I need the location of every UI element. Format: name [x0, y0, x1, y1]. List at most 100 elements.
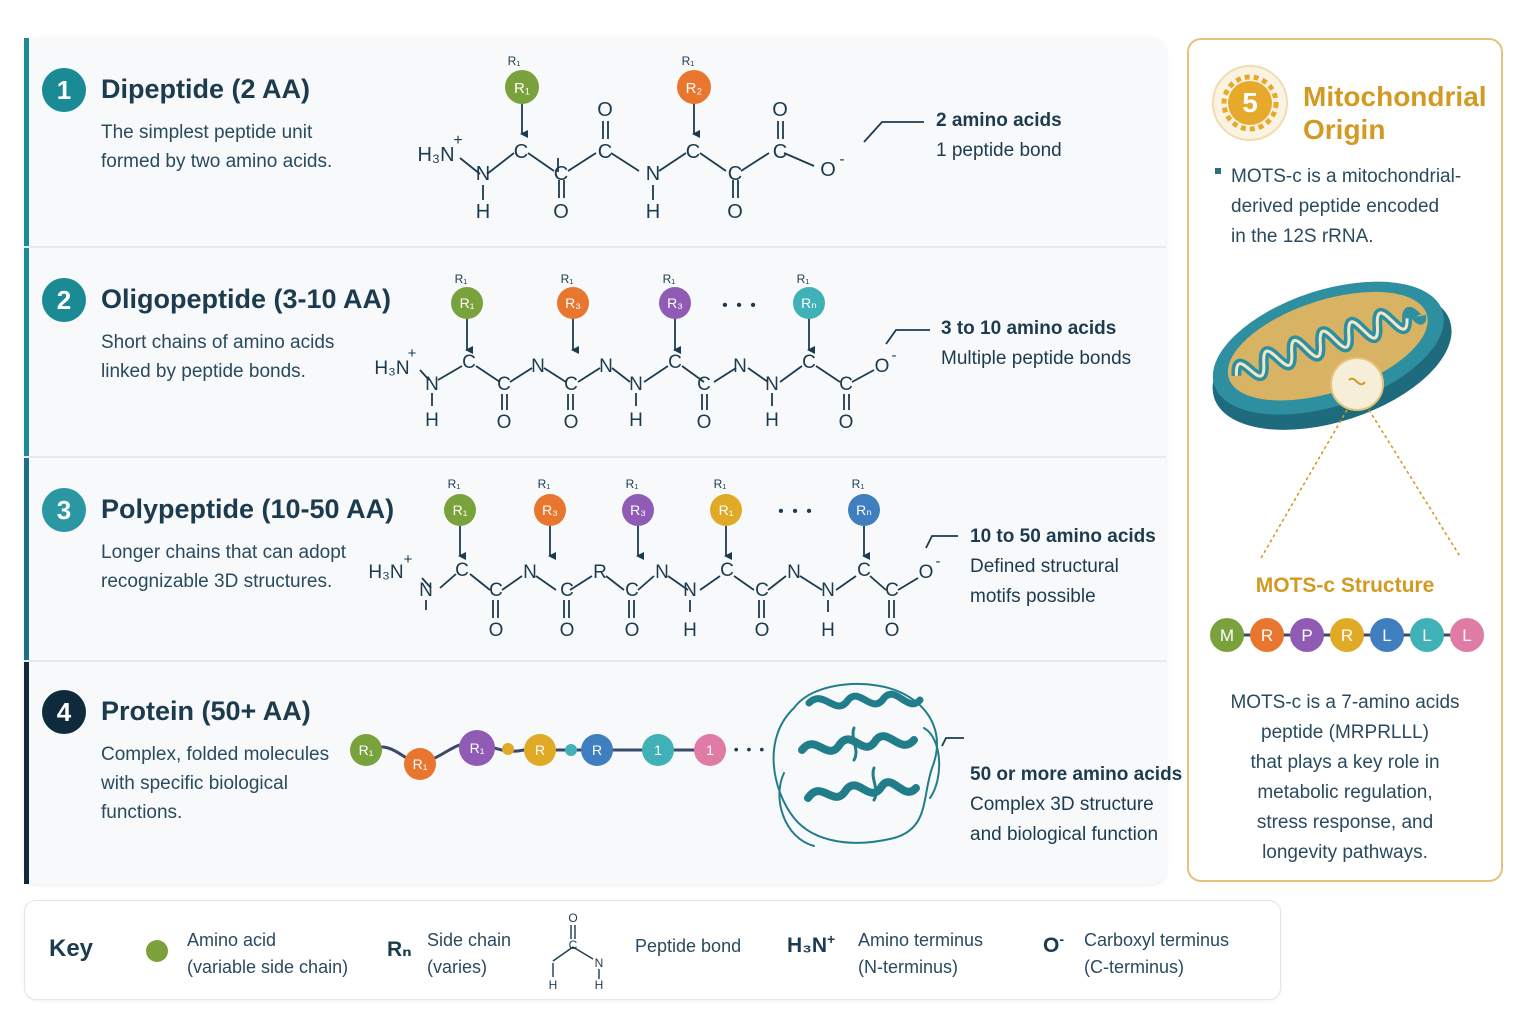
atom-c-alpha: C — [686, 141, 700, 163]
chain-continuation-ellipsis: • • • — [778, 503, 814, 520]
amino-acid-bead — [694, 734, 726, 766]
residue-letter: P — [1301, 626, 1312, 645]
sequence-title: MOTS-c Structure — [1255, 574, 1435, 597]
atom-n: N — [599, 356, 613, 377]
side-chain-label: Rₙ — [856, 502, 872, 518]
side-chain-label: R₁ — [797, 272, 810, 286]
charge-minus: - — [892, 347, 897, 364]
amino-acid-bead — [444, 494, 476, 526]
amino-terminus-label: H₃N — [374, 358, 409, 379]
row-accent-stripe — [24, 662, 29, 884]
atom-c-alpha: C — [857, 560, 871, 581]
sidebar-intro-line: in the 12S rRNA. — [1231, 226, 1374, 247]
sidebar-description-line: longevity pathways. — [1262, 842, 1428, 863]
atom-o: O — [625, 620, 640, 641]
amino-terminus-label: H₃N — [417, 144, 454, 166]
gear-badge-icon — [1212, 65, 1288, 141]
residue-label: R — [535, 742, 545, 758]
atom-c-alpha: C — [802, 352, 816, 373]
side-chain-label: R₃ — [542, 502, 558, 518]
amino-acid-bead — [677, 70, 711, 104]
atom-c-alpha: C — [514, 141, 528, 163]
amino-acid-bead — [451, 287, 483, 319]
row-protein: 4 Protein (50+ AA) Complex, folded molec… — [24, 662, 1182, 884]
atom-n: N — [733, 356, 747, 377]
legend-item-amino-terminus: Amino terminus (N-terminus) — [858, 927, 983, 981]
atom-c: C — [569, 938, 578, 952]
amino-acid-bead — [710, 494, 742, 526]
carboxyl-terminus-label: O — [820, 159, 836, 181]
sidebar-description-line: stress response, and — [1256, 812, 1434, 833]
sidebar-number: 5 — [1242, 87, 1258, 118]
amino-acid-bead — [534, 494, 566, 526]
folded-protein-icon — [772, 682, 941, 847]
row-description-line: recognizable 3D structures. — [101, 571, 333, 592]
atom-c: C — [839, 374, 853, 395]
side-chain-r: R — [593, 562, 607, 583]
legend-title: Key — [49, 935, 94, 962]
mitochondrion-illustration — [1212, 281, 1462, 559]
amino-acid-bead — [505, 70, 539, 104]
atom-c: C — [554, 163, 568, 185]
atom-o: O — [697, 412, 712, 433]
residue-letter: L — [1462, 626, 1471, 645]
residue-letter: R — [1261, 626, 1273, 645]
carboxyl-terminus-label: O — [875, 356, 890, 377]
chain-continuation-ellipsis: • • • — [734, 741, 766, 757]
charge-plus: + — [453, 132, 462, 149]
atom-o: O — [885, 620, 900, 641]
callout-line: Complex 3D structure — [970, 794, 1154, 815]
atom-o: O — [489, 620, 504, 641]
callout-line: 50 or more amino acids — [970, 764, 1183, 785]
row-description: Short chains of amino acids linked by pe… — [101, 328, 334, 386]
bullet-marker — [1215, 168, 1221, 174]
carboxyl-terminus-symbol: O- — [1043, 931, 1064, 958]
legend-key: Key Amino acid (variable side chain) Rₙ … — [24, 900, 1281, 1000]
atom-o: O — [597, 99, 613, 121]
atom-o: O — [772, 99, 788, 121]
residue-label: R₁ — [470, 740, 485, 756]
residue-bead — [1450, 618, 1484, 652]
row-oligopeptide: 2 Oligopeptide (3-10 AA) Short chains of… — [24, 248, 1166, 456]
atom-n: N — [531, 356, 545, 377]
row-description: The simplest peptide unit formed by two … — [101, 118, 332, 176]
atom-c: C — [697, 374, 711, 395]
atom-o: O — [553, 201, 569, 223]
side-chain-label: R₁ — [663, 272, 676, 286]
atom-n: N — [425, 374, 439, 395]
residue-label: 1 — [654, 742, 662, 758]
row-separator — [24, 456, 1166, 458]
sidebar-description-line: metabolic regulation, — [1257, 782, 1433, 803]
row-description-line: The simplest peptide unit — [101, 122, 313, 143]
atom-h: H — [425, 410, 439, 431]
atom-c-alpha: C — [462, 352, 476, 373]
atom-n: N — [595, 956, 604, 970]
charge-minus: - — [936, 553, 941, 570]
legend-item-carboxyl-terminus: Carboxyl terminus (C-terminus) — [1084, 927, 1229, 981]
carboxyl-terminus-symbol-text: O — [1043, 934, 1060, 957]
atom-c-alpha: C — [564, 374, 578, 395]
atom-h: H — [476, 201, 490, 223]
charge-minus: - — [839, 151, 844, 168]
row-description-line: functions. — [101, 802, 183, 823]
residue-label: 1 — [706, 742, 714, 758]
amino-acid-bead — [502, 743, 514, 755]
peptide-structures: H₃N + N H C C O C O N H C C O C O O - R₁… — [350, 54, 964, 847]
atom-o: O — [727, 201, 743, 223]
amino-acid-bead — [557, 287, 589, 319]
side-chain-label: R₁ — [714, 477, 727, 491]
residue-label: R — [592, 742, 602, 758]
row-description-line: Short chains of amino acids — [101, 332, 335, 353]
sidebar-description-line: that plays a key role in — [1250, 752, 1440, 773]
legend-item-side-chain: Side chain (varies) — [427, 927, 511, 981]
row-callout: 2 amino acids 1 peptide bond — [936, 106, 1062, 166]
residue-letter: R — [1341, 626, 1353, 645]
sidebar-description-line: MOTS-c is a 7-amino acids — [1230, 692, 1460, 713]
legend-line: Carboxyl terminus — [1084, 930, 1230, 950]
chain-continuation-ellipsis: • • • — [722, 297, 758, 314]
amino-terminus-charge: + — [827, 931, 836, 947]
row-description: Longer chains that can adopt recognizabl… — [101, 538, 346, 596]
row-title: Protein (50+ AA) — [101, 696, 311, 726]
atom-o: O — [564, 412, 579, 433]
residue-label: R₁ — [359, 742, 374, 758]
